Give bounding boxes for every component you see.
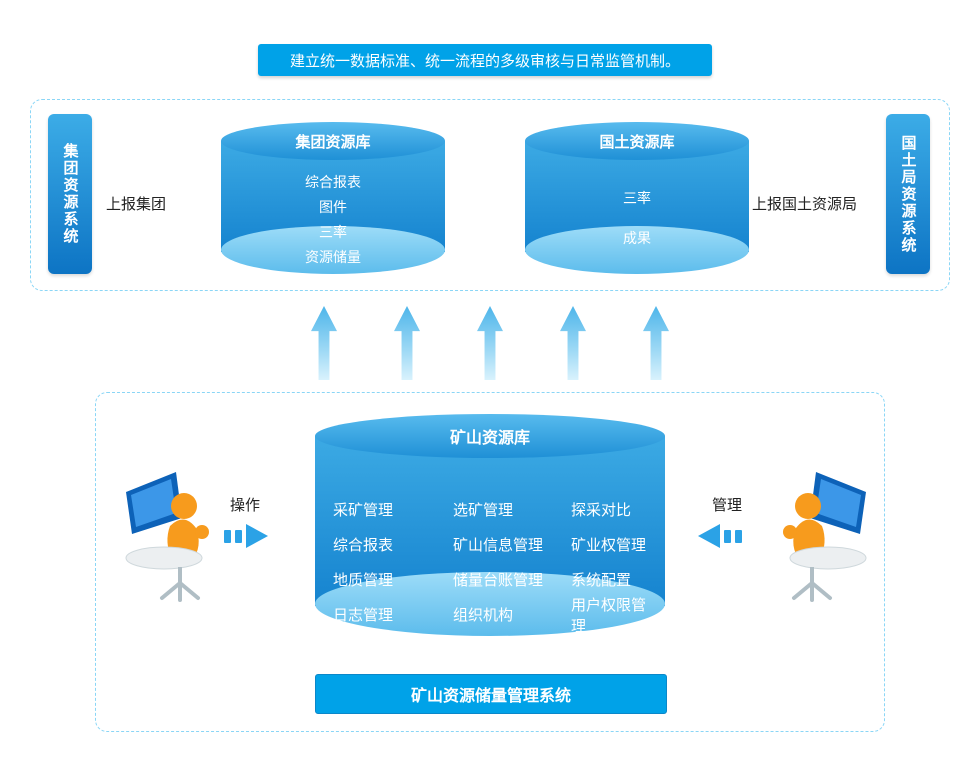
group-db-title: 集团资源库 bbox=[295, 133, 371, 151]
system-title: 矿山资源储量管理系统 bbox=[410, 688, 571, 705]
mine-db-modules: 采矿管理 选矿管理 探采对比 综合报表 矿山信息管理 矿业权管理 地质管理 储量… bbox=[333, 492, 657, 635]
module-cell: 用户权限管理 bbox=[571, 596, 647, 635]
module-cell: 矿山信息管理 bbox=[453, 537, 544, 554]
group-system-label: 集团资源系统 bbox=[61, 143, 79, 245]
module-cell: 探采对比 bbox=[571, 502, 632, 519]
upper-section-frame bbox=[30, 99, 950, 291]
banner-text: 建立统一数据标准、统一流程的多级审核与日常监管机制。 bbox=[289, 52, 680, 70]
manage-label: 管理 bbox=[712, 497, 743, 514]
lower-section-frame bbox=[95, 392, 885, 732]
cylinder-bottom-shape bbox=[315, 572, 665, 636]
arrow-bar bbox=[235, 529, 242, 543]
group-db-items: 综合报表 图件 三率 资源储量 bbox=[221, 170, 445, 270]
arrow-bar bbox=[724, 529, 731, 543]
module-cell: 矿业权管理 bbox=[571, 537, 647, 554]
manager-person-icon bbox=[778, 466, 870, 606]
module-cell: 组织机构 bbox=[453, 607, 514, 624]
db-item: 综合报表 bbox=[305, 174, 361, 190]
arrow-head-right bbox=[246, 524, 268, 548]
group-db-cylinder: 集团资源库 综合报表 图件 三率 资源储量 bbox=[221, 122, 445, 274]
cylinder-top-shape: 集团资源库 bbox=[221, 122, 445, 160]
report-bureau-label: 上报国土资源局 bbox=[752, 196, 858, 213]
operate-arrow-icon bbox=[222, 524, 268, 548]
db-item: 三率 bbox=[319, 224, 347, 240]
arrow-bar bbox=[735, 529, 742, 543]
cylinder-top-shape: 矿山资源库 bbox=[315, 414, 665, 458]
up-arrow-icon bbox=[477, 306, 503, 380]
module-cell: 采矿管理 bbox=[333, 502, 394, 519]
db-item: 成果 bbox=[623, 230, 651, 246]
up-arrow-icon bbox=[643, 306, 669, 380]
bureau-system-box: 国土局资源系统 bbox=[886, 114, 930, 274]
module-cell: 综合报表 bbox=[333, 537, 394, 554]
up-arrow-icon bbox=[560, 306, 586, 380]
land-db-cylinder: 国土资源库 三率 成果 bbox=[525, 122, 749, 274]
bureau-system-label: 国土局资源系统 bbox=[899, 134, 917, 254]
module-cell: 储量台账管理 bbox=[453, 572, 544, 589]
up-arrow-icon bbox=[311, 306, 337, 380]
operator-person-icon bbox=[122, 466, 214, 606]
group-system-box: 集团资源系统 bbox=[48, 114, 92, 274]
module-cell: 地质管理 bbox=[333, 572, 394, 589]
db-item: 资源储量 bbox=[305, 249, 361, 265]
db-item: 图件 bbox=[319, 199, 347, 215]
system-title-box: 矿山资源储量管理系统 bbox=[315, 674, 667, 714]
cylinder-bottom-shape bbox=[221, 226, 445, 274]
cylinder-bottom-shape bbox=[525, 226, 749, 274]
arrow-bar bbox=[224, 529, 231, 543]
module-cell: 选矿管理 bbox=[453, 502, 514, 519]
db-item: 三率 bbox=[623, 190, 651, 206]
mine-db-title: 矿山资源库 bbox=[449, 430, 530, 447]
report-group-label: 上报集团 bbox=[106, 196, 167, 213]
module-cell: 日志管理 bbox=[333, 607, 394, 624]
operate-label: 操作 bbox=[230, 497, 261, 514]
cylinder-top-shape: 国土资源库 bbox=[525, 122, 749, 160]
manage-arrow-icon bbox=[698, 524, 744, 548]
module-cell: 系统配置 bbox=[571, 572, 632, 589]
up-arrow-icon bbox=[394, 306, 420, 380]
mine-db-cylinder: 矿山资源库 采矿管理 选矿管理 探采对比 综合报表 矿山信息管理 矿业权管理 地… bbox=[315, 414, 665, 636]
land-db-items: 三率 成果 bbox=[525, 178, 749, 258]
land-db-title: 国土资源库 bbox=[599, 133, 675, 151]
arrow-head-left bbox=[698, 524, 720, 548]
banner: 建立统一数据标准、统一流程的多级审核与日常监管机制。 bbox=[258, 44, 712, 76]
